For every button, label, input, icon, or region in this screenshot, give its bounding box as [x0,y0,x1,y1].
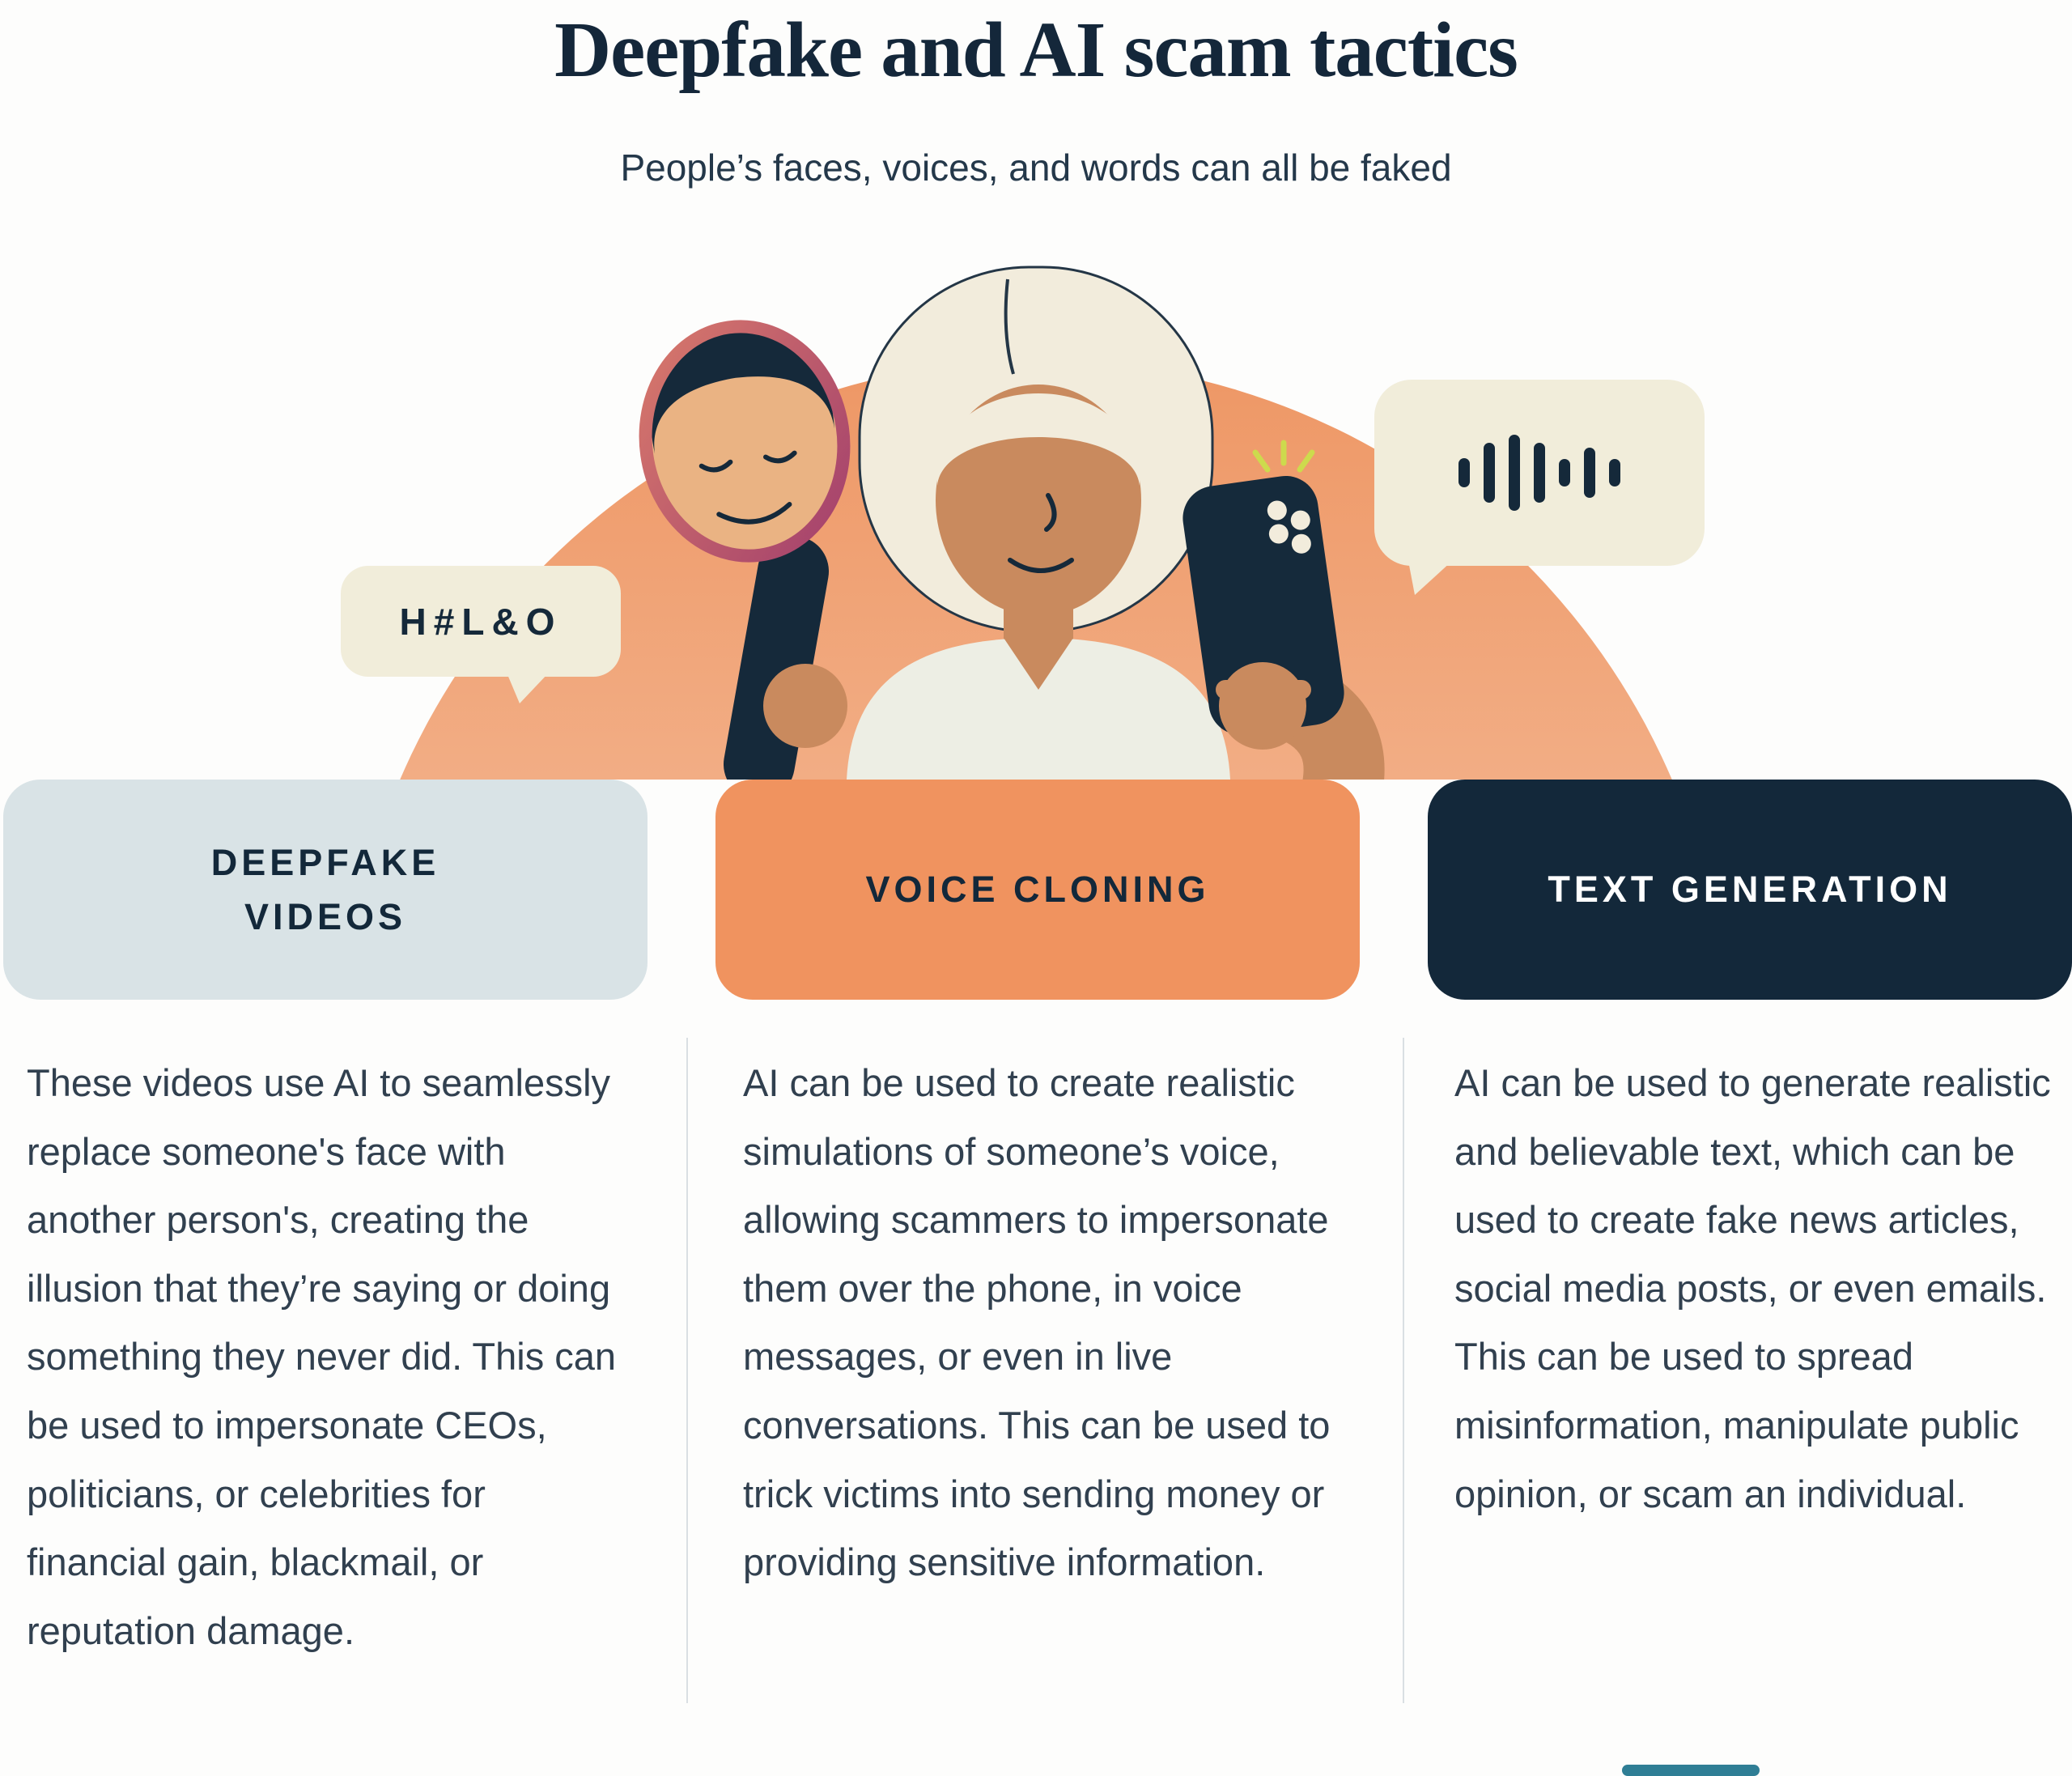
phone-arm [1182,475,1385,780]
hand-on-phone [1219,662,1306,750]
woman-figure [847,266,1230,780]
page-subtitle: People’s faces, voices, and words can al… [620,147,1452,189]
sparkle-icon [1252,440,1315,473]
voice-speech-bubble [1374,380,1705,595]
column-divider [1403,1038,1404,1703]
description-text-generation: AI can be used to generate realistic and… [1454,1061,2051,1515]
card-title-deepfake-videos: DEEPFAKE VIDEOS [210,841,440,938]
card-title-voice-cloning: VOICE CLONING [865,869,1210,911]
person-illustration [400,266,1672,780]
text-speech-bubble: H#L&O [341,566,621,703]
mask-arm [723,535,847,780]
speech-bubble-label: H#L&O [399,600,563,643]
card-deepfake-videos: DEEPFAKE VIDEOS [3,780,648,1000]
description-voice-cloning: AI can be used to create realistic simul… [743,1061,1331,1584]
deepfake-mask-icon [639,320,851,563]
smartphone-icon [1182,475,1344,736]
hand-on-stick [763,664,847,748]
column-divider [686,1038,688,1703]
waveform-icon [1458,432,1620,513]
card-text-generation: TEXT GENERATION [1428,780,2072,1000]
bottom-accent-bar [1622,1765,1760,1776]
page-title: Deepfake and AI scam tactics [554,6,1518,93]
description-deepfake-videos: These videos use AI to seamlessly replac… [27,1061,617,1652]
card-voice-cloning: VOICE CLONING [715,780,1360,1000]
card-title-text-generation: TEXT GENERATION [1548,869,1952,911]
